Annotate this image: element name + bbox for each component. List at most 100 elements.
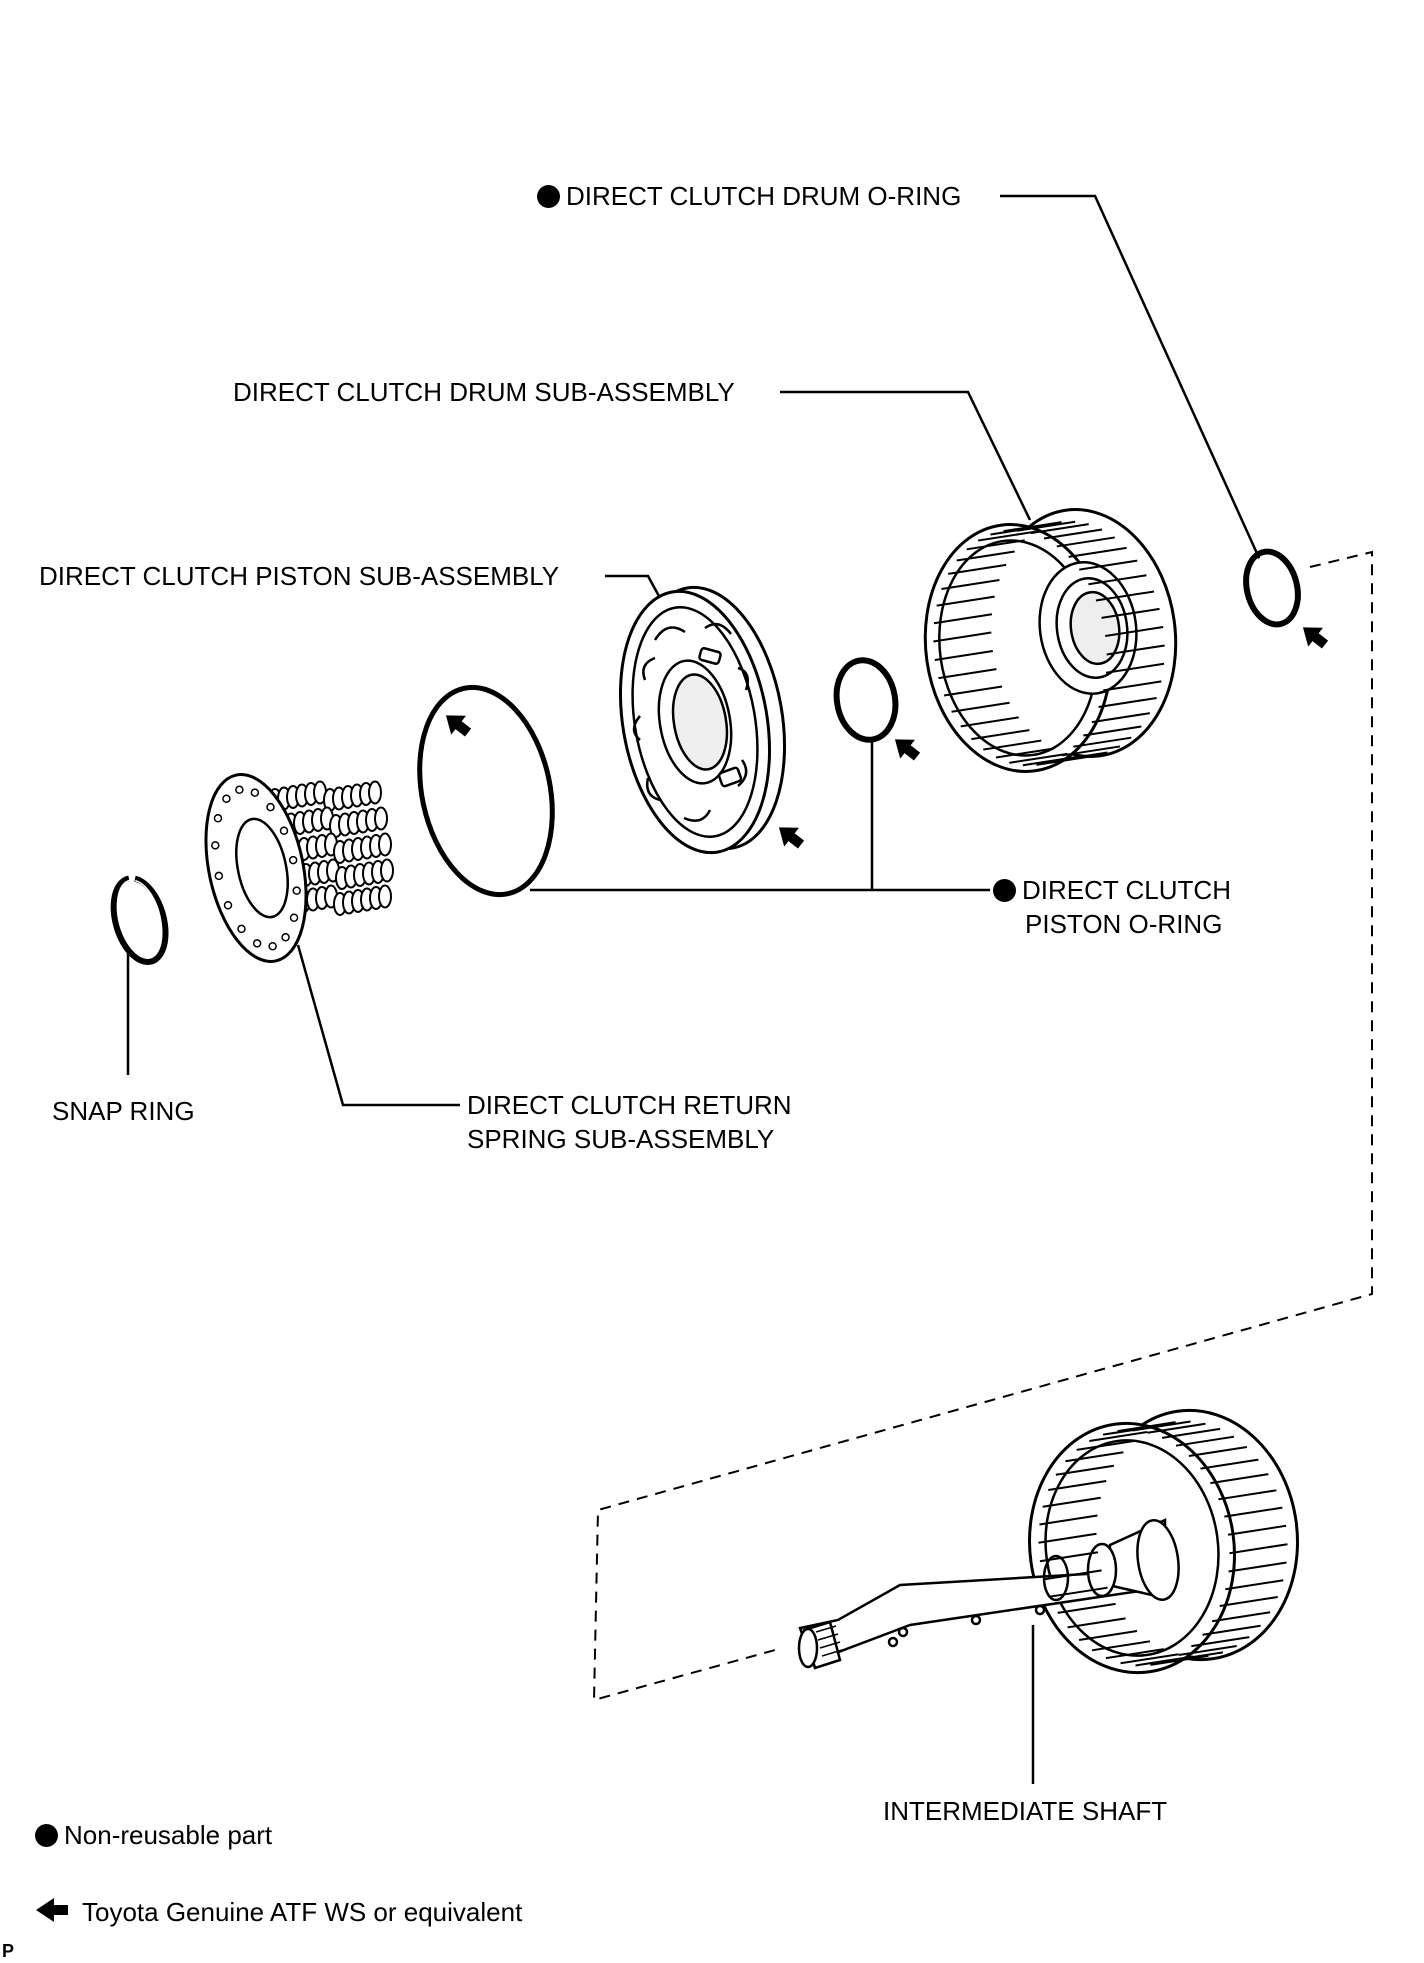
hub-tooth: [1042, 1496, 1101, 1508]
hub-tooth: [1227, 1524, 1287, 1536]
hub-tooth: [1117, 1421, 1176, 1433]
corner-mark: P: [2, 1941, 15, 1961]
drum-tooth: [936, 595, 995, 607]
drum-tooth: [938, 668, 997, 680]
drum-tooth: [995, 747, 1055, 759]
drum-tooth: [960, 716, 1019, 728]
drum-tooth: [1009, 752, 1068, 764]
piston-o-ring-small: [833, 657, 899, 743]
drum-tooth: [1095, 590, 1155, 602]
hub-tooth: [1218, 1489, 1277, 1501]
hub-tooth: [1089, 1430, 1148, 1442]
drum-tooth: [1083, 725, 1142, 737]
hub-tooth: [1135, 1655, 1194, 1667]
hub-tooth: [1048, 1480, 1107, 1492]
hub-tooth: [1039, 1551, 1099, 1563]
label-drum-sub-assembly: DIRECT CLUTCH DRUM SUB-ASSEMBLY: [233, 377, 735, 407]
assembly-dashed-outline: [592, 550, 1373, 1702]
plate-hole: [279, 826, 289, 836]
hub-tooth: [1229, 1543, 1288, 1555]
drum-tooth: [1091, 712, 1150, 724]
drum-tooth: [1056, 536, 1115, 548]
plate-hole: [250, 788, 260, 797]
hub-tooth: [1057, 1602, 1116, 1614]
drum-tooth: [977, 530, 1037, 542]
drum-tooth: [1068, 546, 1127, 558]
drum-tooth: [1079, 559, 1138, 571]
drum-tooth: [941, 579, 1000, 590]
plate-hole: [211, 841, 220, 850]
drum-tooth: [943, 685, 1003, 697]
piston-o-ring-large: [417, 684, 555, 898]
label-piston-o-ring: DIRECT CLUTCH: [993, 873, 1231, 907]
hub-tooth: [1202, 1624, 1261, 1636]
drum-tooth: [956, 550, 1015, 562]
snap-ring: [110, 875, 169, 965]
drum-tooth: [933, 613, 993, 625]
hub-tooth: [1219, 1595, 1278, 1607]
drum-tooth: [1106, 644, 1165, 656]
plate-hole: [222, 794, 231, 803]
legend-atf: Toyota Genuine ATF WS or equivalent: [82, 1897, 523, 1927]
hub-tooth: [1132, 1420, 1191, 1432]
drum-tooth: [971, 729, 1030, 741]
plate-hole: [281, 933, 290, 942]
drum-tooth: [948, 563, 1007, 575]
drum-tooth: [1043, 528, 1103, 540]
spring-coil: [368, 780, 382, 805]
left-arrow-icon: [36, 1898, 68, 1922]
drum-tooth: [1022, 755, 1082, 767]
hub-spline-teeth: [1038, 1420, 1288, 1667]
plate-hole: [268, 942, 277, 951]
drum-spline-teeth: [933, 520, 1165, 767]
intermediate-shaft-assembly: [797, 1408, 1299, 1675]
spring-coil: [380, 858, 394, 883]
hub-tooth: [1175, 1435, 1235, 1447]
return-spring-plate-holes: [211, 785, 301, 951]
label-piston-sub-assembly: DIRECT CLUTCH PISTON SUB-ASSEMBLY: [39, 561, 560, 591]
label-intermediate-shaft: INTERMEDIATE SHAFT: [883, 1796, 1168, 1826]
drum-tooth: [1103, 680, 1162, 692]
direct-clutch-piston: [618, 585, 787, 855]
hub-tooth: [1188, 1446, 1248, 1458]
plate-hole: [288, 855, 298, 865]
spring-coil: [378, 832, 392, 857]
plate-hole: [252, 939, 262, 948]
hub-tooth: [1049, 1586, 1108, 1598]
hub-tooth: [1224, 1506, 1283, 1518]
plate-hole: [289, 913, 299, 922]
drum-tooth: [1061, 745, 1121, 757]
plate-hole: [292, 886, 301, 895]
hub-tooth: [1043, 1569, 1102, 1581]
filled-circle-icon: [537, 185, 560, 208]
hub-tooth: [1078, 1629, 1138, 1641]
direct-clutch-drum: [923, 508, 1178, 773]
hub-tooth: [1178, 1645, 1237, 1657]
hub-tooth: [1161, 1427, 1221, 1439]
drum-tooth: [933, 631, 992, 643]
plate-hole: [223, 900, 233, 910]
plate-hole: [213, 814, 223, 823]
drum-tooth: [1030, 523, 1089, 535]
drum-tooth: [1016, 520, 1076, 532]
plate-hole: [266, 802, 275, 812]
leader-lines: [126, 194, 1262, 1784]
label-drum-o-ring: DIRECT CLUTCH DRUM O-RING: [537, 179, 961, 213]
drum-tooth: [966, 539, 1025, 551]
drum-tooth: [1003, 521, 1062, 533]
label-piston-o-ring-line2: PISTON O-RING: [1025, 909, 1223, 939]
hub-tooth: [1105, 1648, 1165, 1660]
hub-tooth: [1191, 1636, 1250, 1648]
drum-tooth: [934, 649, 993, 661]
hub-tooth: [1147, 1422, 1206, 1434]
plate-hole: [237, 924, 246, 934]
drum-tooth: [1105, 662, 1165, 674]
drum-tooth: [983, 739, 1042, 751]
hub-tooth: [1055, 1464, 1115, 1476]
drum-o-ring: [1243, 548, 1301, 628]
label-snap-ring: SNAP RING: [52, 1096, 195, 1126]
drum-tooth: [951, 701, 1010, 713]
hub-tooth: [1200, 1458, 1259, 1470]
label-return-spring-line2: SPRING SUB-ASSEMBLY: [467, 1124, 775, 1154]
